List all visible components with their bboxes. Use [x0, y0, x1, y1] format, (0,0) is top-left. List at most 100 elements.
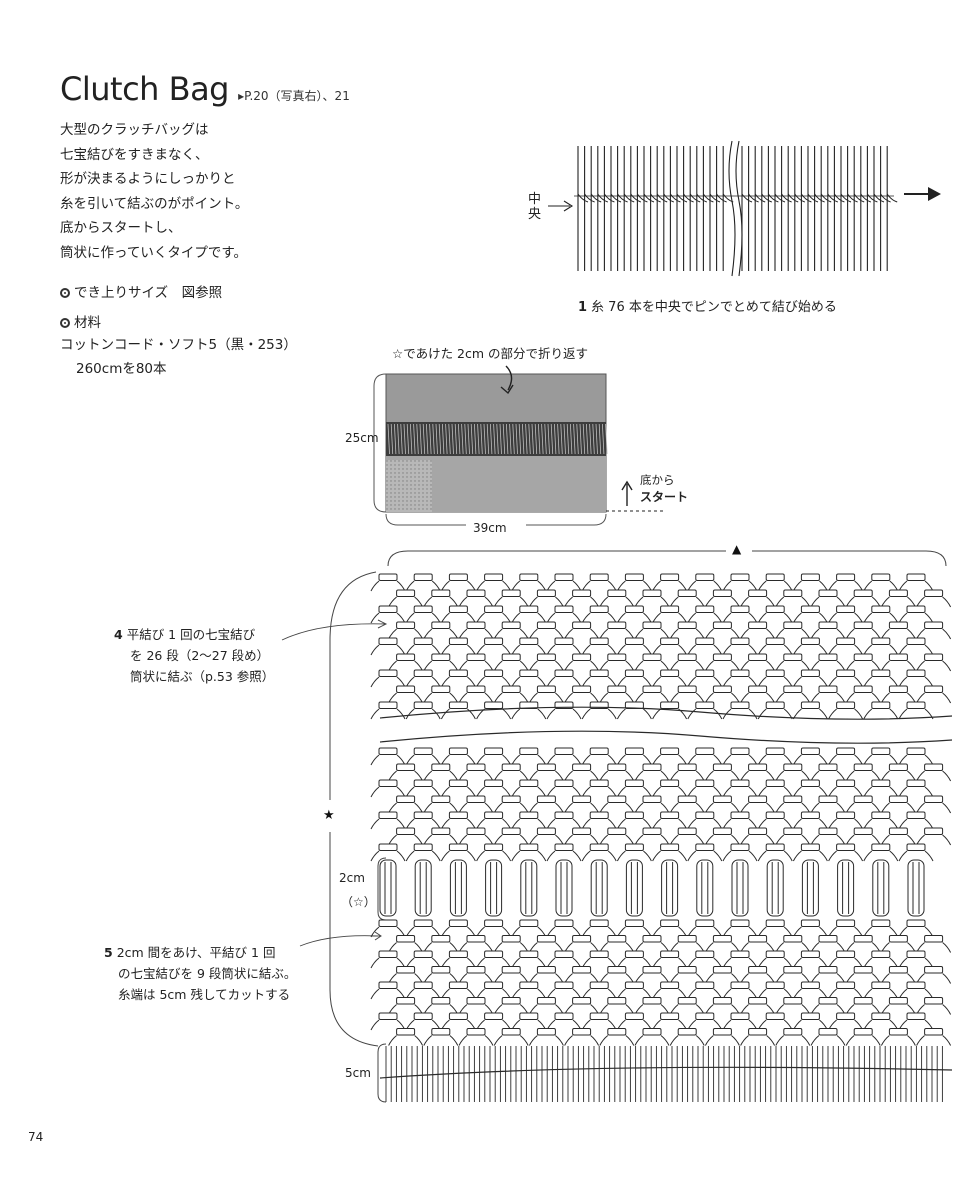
knot-bar: [554, 669, 574, 677]
knot-bar: [572, 621, 592, 629]
knot-strand: [546, 708, 582, 720]
knot-bar: [536, 997, 556, 1005]
knot-bar: [466, 827, 486, 835]
top-marker: ▲: [732, 542, 742, 556]
knot-bar: [501, 589, 521, 597]
cord-loop: [886, 193, 898, 203]
knot-bar: [554, 1012, 574, 1020]
knot-strand: [528, 1035, 564, 1046]
knot-bar: [924, 589, 944, 597]
knot-bar: [378, 747, 398, 755]
center-label: 中央: [528, 192, 542, 222]
knot-bar: [871, 701, 891, 709]
knot-bar: [677, 653, 697, 661]
knot-bar: [660, 701, 680, 709]
knot-bar: [765, 573, 785, 581]
knot-bar: [554, 981, 574, 989]
cord-loop: [702, 193, 714, 203]
knot-bar: [589, 1012, 609, 1020]
cord-loop: [748, 193, 759, 203]
cord-pair: [731, 859, 749, 917]
fringe-strand: [605, 423, 608, 455]
knot-bar: [572, 1028, 592, 1036]
cord-start-diagram: [548, 140, 941, 277]
knot-bar: [748, 997, 768, 1005]
knot-bar: [730, 669, 750, 677]
knot-bar: [800, 779, 820, 787]
fringe-strand: [598, 423, 602, 455]
title-block: Clutch Bag ▸P.20（写真右）、21: [60, 70, 350, 108]
knot-bar: [818, 795, 838, 803]
knot-bar: [836, 981, 856, 989]
knot-strand: [370, 708, 406, 720]
fringe-strand: [490, 423, 493, 455]
knot-bar: [484, 811, 504, 819]
cord-loop: [716, 193, 727, 203]
fringe-strand: [467, 423, 470, 455]
cord-pair: [872, 859, 890, 917]
knot-bar: [818, 685, 838, 693]
knot-strand: [564, 1035, 600, 1046]
knot-bar: [888, 1028, 908, 1036]
knot-bar: [906, 1012, 926, 1020]
fringe-strand: [506, 423, 509, 455]
knot-strand: [810, 1035, 846, 1046]
knot-bar: [519, 811, 539, 819]
knot-bar: [378, 573, 398, 581]
knot-bar: [836, 779, 856, 787]
knot-strand: [828, 708, 864, 720]
knot-bar: [484, 605, 504, 613]
knot-bar: [871, 981, 891, 989]
knot-bar: [484, 981, 504, 989]
knot-bar: [519, 637, 539, 645]
knot-bar: [396, 763, 416, 771]
knot-bar: [695, 701, 715, 709]
knot-strand: [722, 708, 758, 720]
page-number: 74: [28, 1130, 44, 1144]
width-label: 39cm: [473, 521, 507, 535]
knot-bar: [871, 1012, 891, 1020]
bottom-texture: [386, 460, 432, 512]
step4-arrowhead: [377, 619, 388, 629]
step4-line: 平結び 1 回の七宝結び: [126, 627, 256, 642]
fringe-strand: [582, 423, 586, 455]
knot-bar: [466, 997, 486, 1005]
knot-bar: [396, 621, 416, 629]
break-line: [379, 706, 953, 720]
cord-loop: [630, 193, 641, 203]
knot-bar: [712, 1028, 732, 1036]
knot-bar: [589, 811, 609, 819]
knot-bar: [413, 747, 433, 755]
knot-bar: [677, 795, 697, 803]
knot-bar: [800, 747, 820, 755]
knot-bar: [818, 935, 838, 943]
knot-bar: [748, 966, 768, 974]
knot-bar: [448, 669, 468, 677]
cord-loop: [754, 193, 766, 203]
cord-loop: [840, 193, 852, 203]
cord-loop: [709, 193, 721, 203]
knot-bar: [536, 621, 556, 629]
knot-bar: [607, 589, 627, 597]
fringe-strand: [442, 423, 445, 455]
width-line-right: [526, 513, 607, 526]
knot-bar: [677, 827, 697, 835]
step4-number: 4: [114, 627, 123, 642]
knot-bar: [836, 747, 856, 755]
knot-strand: [722, 850, 758, 862]
knot-strand: [546, 850, 582, 862]
fringe-strand: [406, 423, 410, 455]
knot-bar: [906, 981, 926, 989]
knot-bar: [572, 827, 592, 835]
knot-bar: [853, 763, 873, 771]
knot-bar: [572, 966, 592, 974]
knot-strand: [599, 1035, 635, 1046]
knot-bar: [607, 653, 627, 661]
knot-bar: [466, 795, 486, 803]
cord-loop: [741, 193, 753, 203]
knot-bar: [607, 763, 627, 771]
fringe-strand: [474, 423, 477, 455]
step5-arrowhead: [372, 931, 382, 941]
fringe-strand: [573, 423, 576, 455]
knot-bar: [660, 919, 680, 927]
